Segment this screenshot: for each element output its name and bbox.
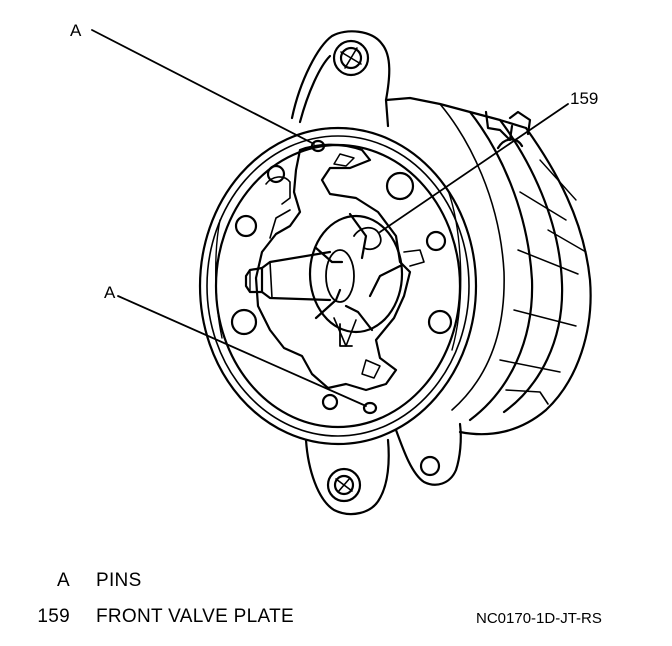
figure-code: NC0170-1D-JT-RS xyxy=(476,610,602,627)
callout-pin-bottom: A xyxy=(104,283,116,302)
pins xyxy=(310,139,378,415)
legend-key: A xyxy=(57,570,70,591)
hub-and-spokes xyxy=(308,212,404,347)
lower-mounting-ear xyxy=(304,438,390,516)
legend-description: PINS xyxy=(96,570,142,591)
leader-lines xyxy=(91,29,569,407)
lower-right-bracket xyxy=(394,422,462,486)
bolt-holes xyxy=(230,164,453,411)
legend-key: 159 xyxy=(37,606,70,627)
compressor-body xyxy=(384,96,592,436)
callout-pin-top: A xyxy=(70,21,82,40)
legend-description: FRONT VALVE PLATE xyxy=(96,606,294,627)
callout-valve-plate: 159 xyxy=(570,89,598,108)
upper-mounting-ear xyxy=(290,30,391,128)
compressor-diagram: A 159 A xyxy=(70,21,598,516)
front-valve-plate xyxy=(254,143,425,392)
drive-shaft xyxy=(244,249,355,303)
front-housing xyxy=(198,126,478,446)
